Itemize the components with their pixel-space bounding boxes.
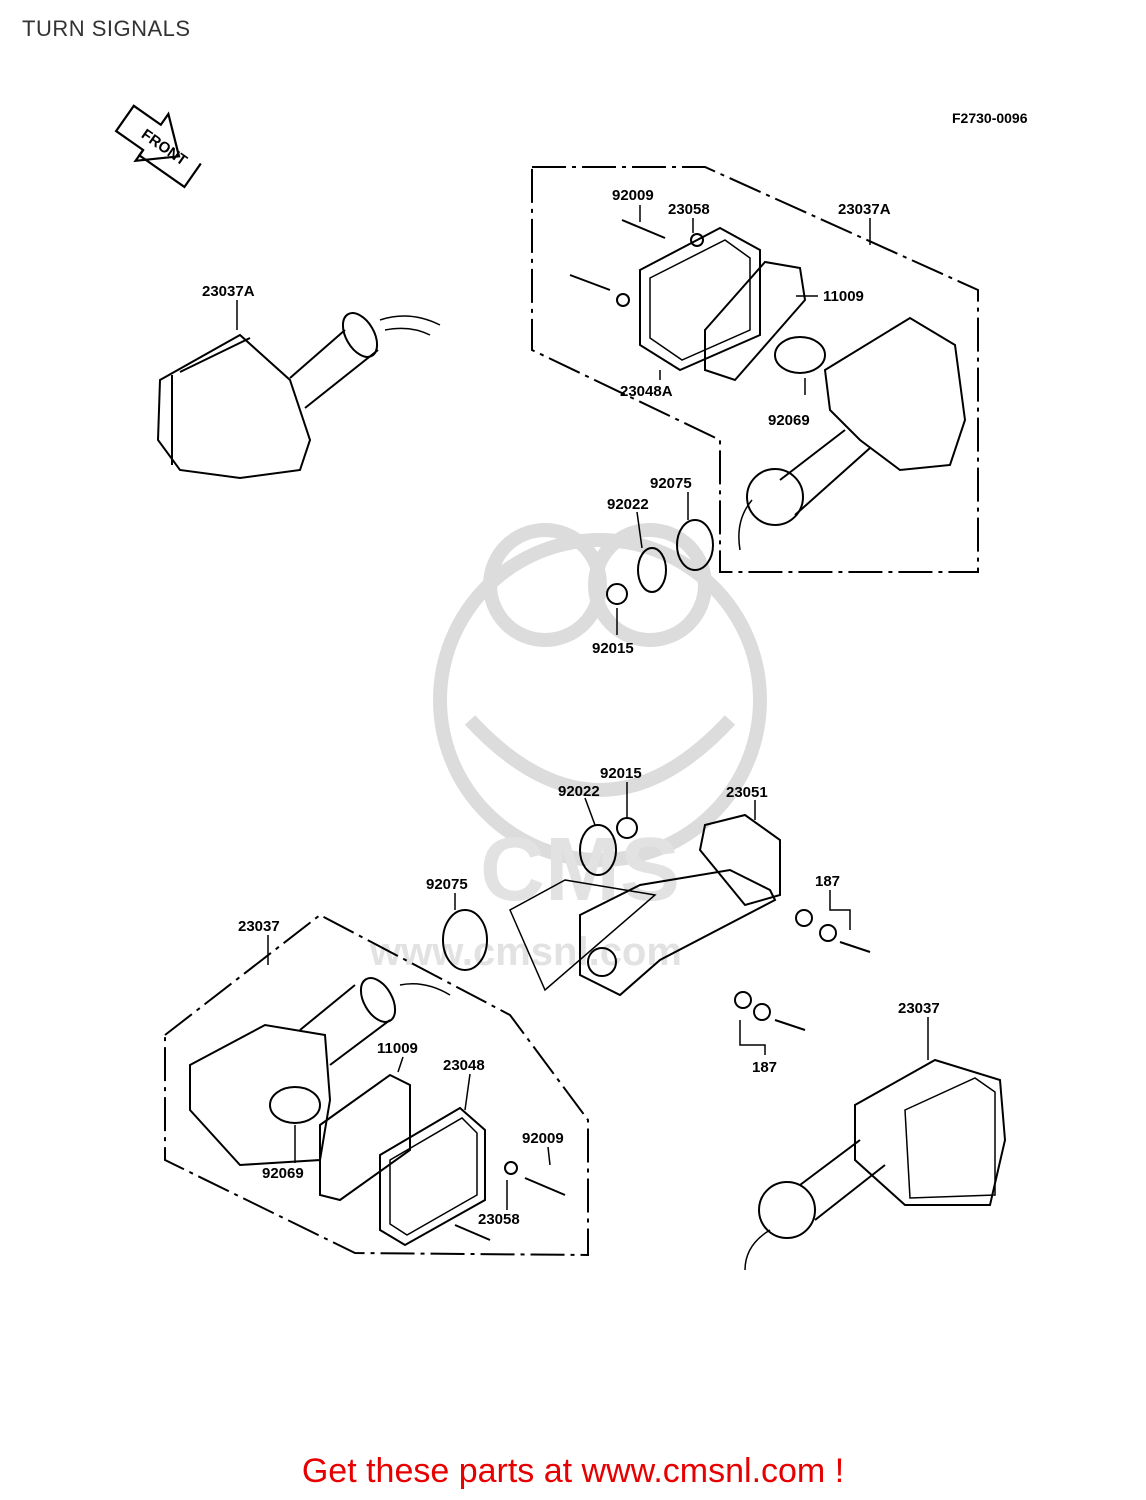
label-92015-top: 92015	[592, 640, 634, 657]
turn-signal-upper-right	[738, 316, 967, 551]
gasket-11009-top	[704, 260, 807, 382]
lens-23048A	[639, 226, 761, 372]
watermark: CMS www.cmsnl.com	[369, 523, 767, 974]
front-arrow-label: FRONT	[138, 126, 190, 170]
promo-link[interactable]: Get these parts at www.cmsnl.com !	[301, 1452, 845, 1490]
turn-signal-lower-right	[744, 1058, 1007, 1271]
label-187-bottom: 187	[752, 1059, 777, 1076]
leader-lines	[236, 205, 929, 1210]
label-11009-top: 11009	[823, 288, 864, 305]
watermark-logo: CMS	[480, 820, 680, 920]
label-92069-top: 92069	[768, 412, 810, 429]
label-92069-bottom: 92069	[262, 1165, 304, 1182]
label-23037-left: 23037	[238, 918, 280, 935]
label-11009-bottom: 11009	[377, 1040, 418, 1057]
label-23037a-right: 23037A	[838, 201, 891, 218]
lens-23048	[379, 1106, 486, 1247]
gasket-11009-bottom	[319, 1073, 411, 1202]
bulb-92069-top	[774, 336, 826, 374]
label-92009-top: 92009	[612, 187, 654, 204]
page-title: TURN SIGNALS	[22, 16, 191, 41]
parts-diagram: CMS www.cmsnl.com FRONT	[114, 104, 1007, 1271]
label-23037-right: 23037	[898, 1000, 940, 1017]
turn-signal-lower-left	[189, 977, 451, 1167]
label-92022-top: 92022	[607, 496, 649, 513]
turn-signal-upper-left	[156, 312, 441, 480]
label-92075-top: 92075	[650, 475, 692, 492]
label-23058-top: 23058	[668, 201, 710, 218]
label-92022-mid: 92022	[558, 783, 600, 800]
screws-upper	[569, 219, 704, 307]
label-187-top: 187	[815, 873, 840, 890]
label-23058-bottom: 23058	[478, 1211, 520, 1228]
screws-lower	[454, 1161, 566, 1241]
bracket-23051	[509, 813, 781, 997]
label-92075-mid: 92075	[426, 876, 468, 893]
label-23048a: 23048A	[620, 383, 673, 400]
watermark-url: www.cmsnl.com	[369, 930, 682, 974]
hardware-middle	[442, 817, 871, 1031]
label-23051: 23051	[726, 784, 768, 801]
upper-assembly-frame	[531, 166, 979, 573]
label-23037a-left: 23037A	[202, 283, 255, 300]
diagram-code: F2730-0096	[952, 110, 1028, 126]
front-arrow: FRONT	[114, 104, 202, 189]
label-23048: 23048	[443, 1057, 485, 1074]
lower-assembly-frame	[164, 913, 589, 1257]
hardware-upper	[606, 519, 714, 605]
label-92009-bottom: 92009	[522, 1130, 564, 1147]
label-92015-mid: 92015	[600, 765, 642, 782]
